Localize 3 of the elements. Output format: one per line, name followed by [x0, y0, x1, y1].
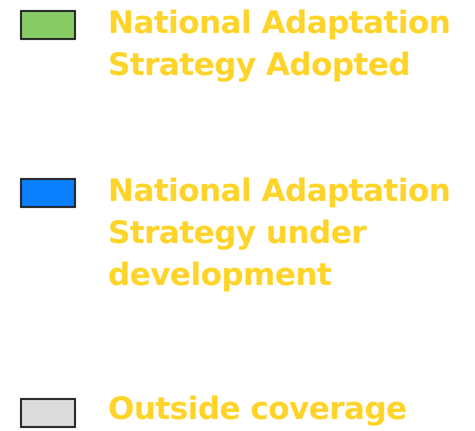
legend-label: National Adaptation Strategy Adopted — [108, 4, 452, 85]
legend-label: Outside coverage — [108, 390, 408, 429]
legend-label: National Adaptation Strategy under development — [108, 172, 452, 295]
